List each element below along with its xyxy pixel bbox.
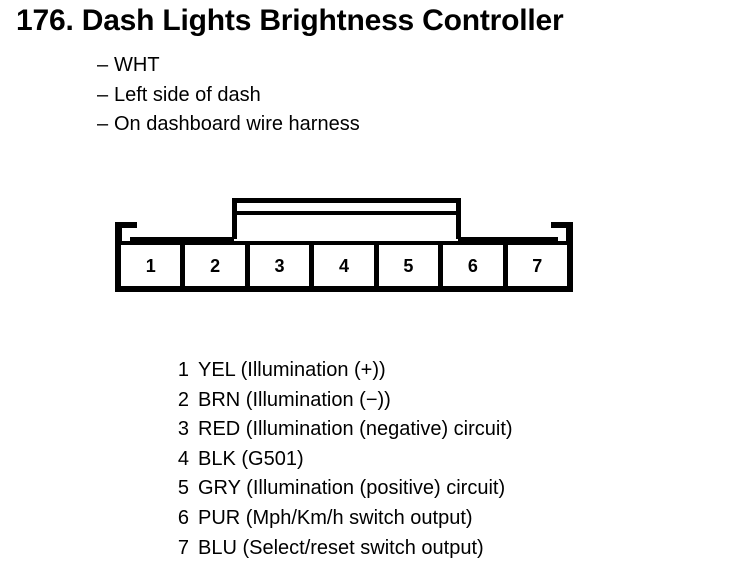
connector-cavity: 3: [250, 245, 315, 286]
pin-description: RED (Illumination (negative) circuit): [198, 418, 513, 441]
dash-bullet-icon: –: [97, 113, 109, 135]
pin-row: 7 BLU (Select/reset switch output): [168, 534, 688, 564]
page-title: 176. Dash Lights Brightness Controller: [16, 4, 564, 37]
pin-row: 4 BLK (G501): [168, 445, 688, 475]
pin-row: 5 GRY (Illumination (positive) circuit): [168, 474, 688, 504]
pin-description: YEL (Illumination (+)): [198, 359, 386, 381]
pin-number: 2: [177, 388, 189, 411]
connector-latch-tab: [232, 198, 461, 239]
connector-diagram: 1 2 3 4 5 6 7: [115, 198, 573, 292]
latch-divider-line: [237, 211, 456, 215]
pin-number: 5: [177, 477, 189, 500]
connector-notch-left: [115, 222, 137, 243]
pin-description: BLU (Select/reset switch output): [198, 536, 484, 559]
connector-notes-list: – WHT – Left side of dash – On dashboard…: [97, 51, 597, 140]
connector-top-rail-left: [130, 237, 234, 243]
connector-top-rail-right: [458, 237, 558, 243]
pin-number: 4: [177, 447, 189, 470]
connector-cavity: 5: [379, 245, 444, 286]
connector-cavity-row: 1 2 3 4 5 6 7: [115, 241, 573, 292]
pin-description: GRY (Illumination (positive) circuit): [198, 477, 506, 500]
pin-number: 3: [177, 418, 189, 441]
note-label: On dashboard wire harness: [114, 113, 360, 135]
note-item: – WHT: [97, 51, 597, 81]
dash-bullet-icon: –: [97, 83, 109, 106]
note-label: Left side of dash: [114, 83, 261, 106]
pin-number: 6: [177, 506, 189, 529]
note-item: – Left side of dash: [97, 81, 597, 111]
connector-notch-right: [551, 222, 573, 243]
pin-row: 2 BRN (Illumination (−)): [168, 386, 688, 416]
pin-row: 3 RED (Illumination (negative) circuit): [168, 415, 688, 445]
pin-row: 6 PUR (Mph/Km/h switch output): [168, 504, 688, 534]
pin-number: 1: [177, 359, 189, 381]
connector-cavity: 7: [532, 255, 543, 276]
pin-description: BLK (G501): [198, 447, 304, 470]
pin-legend: 1 YEL (Illumination (+)) 2 BRN (Illumina…: [168, 356, 688, 563]
note-item: – On dashboard wire harness: [97, 110, 597, 140]
pin-description: BRN (Illumination (−)): [198, 388, 391, 411]
connector-cavity: 6: [443, 245, 508, 286]
connector-cavity: 1: [121, 245, 186, 286]
pin-row: 1 YEL (Illumination (+)): [168, 356, 688, 386]
pin-number: 7: [177, 536, 189, 559]
connector-cavity: 2: [185, 245, 250, 286]
note-label: WHT: [114, 54, 160, 76]
pin-description: PUR (Mph/Km/h switch output): [198, 506, 473, 529]
dash-bullet-icon: –: [97, 54, 109, 76]
connector-cavity: 4: [314, 245, 379, 286]
